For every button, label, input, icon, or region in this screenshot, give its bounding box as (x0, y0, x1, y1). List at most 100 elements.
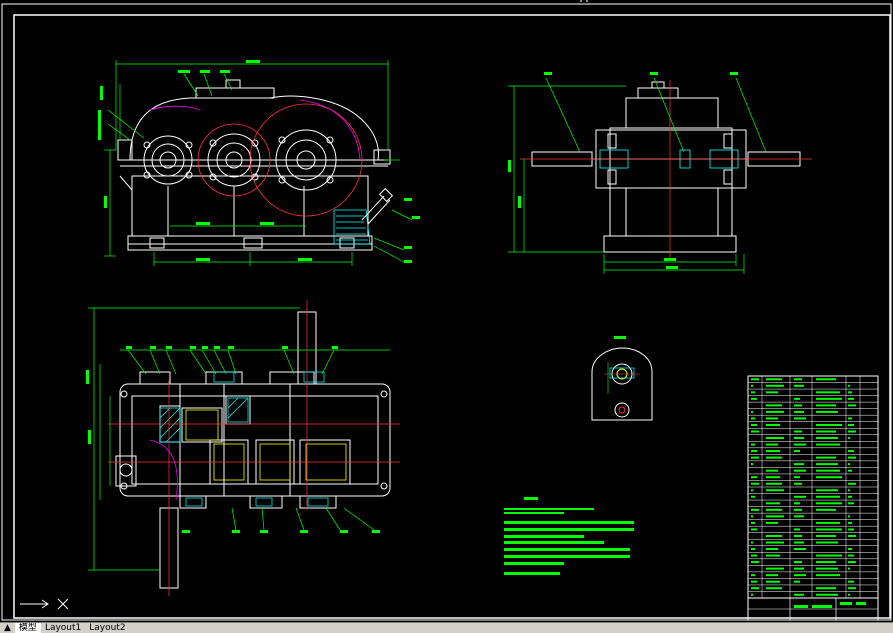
parts-list-cell-text (816, 391, 840, 394)
parts-list-cell-text (766, 404, 782, 407)
parts-list-cell-text (816, 561, 836, 564)
parts-list-cell-text (848, 391, 852, 394)
parts-list-cell-text (794, 410, 804, 413)
parts-list-cell-text (766, 456, 782, 459)
parts-list-cell-text (766, 508, 782, 511)
tab-layout2[interactable]: Layout2 (89, 623, 126, 633)
parts-list-cell-text (766, 489, 784, 492)
parts-list-cell-text (816, 541, 838, 544)
oil-dipstick (361, 187, 394, 225)
parts-list-cell-text (794, 384, 804, 387)
parts-list-cell-text (848, 417, 852, 420)
parts-list-cell-text (816, 489, 838, 492)
parts-list-cell-text (751, 423, 757, 426)
parts-list-cell-text (816, 554, 842, 557)
parts-list-cell-text (848, 548, 852, 551)
oil-level (333, 209, 371, 245)
parts-list-cell-text (794, 548, 806, 551)
parts-list-cell-text (794, 502, 800, 505)
parts-list-cell-text (751, 397, 757, 400)
parts-list-cell-text (766, 482, 782, 485)
parts-list-cell-text (766, 580, 780, 583)
parts-list-cell-text (766, 521, 778, 524)
ucs-icon (20, 598, 69, 610)
parts-list-cell-text (766, 378, 782, 381)
parts-list-cell-text (794, 528, 800, 531)
parts-list-cell-text (766, 469, 778, 472)
parts-list-cell-text (794, 593, 804, 596)
parts-list-table (747, 375, 879, 621)
parts-list-cell-text (751, 456, 759, 459)
parts-list-cell-text (816, 521, 840, 524)
parts-list-cell-text (751, 515, 753, 518)
parts-list-cell-text (816, 410, 838, 413)
parts-list-cell-text (794, 417, 806, 420)
parts-list-cell-text (751, 580, 757, 583)
parts-list-cell-text (766, 417, 778, 420)
parts-list-cell-text (816, 476, 842, 479)
tab-layout1[interactable]: Layout1 (44, 623, 82, 633)
parts-list-cell-text (848, 561, 856, 564)
parts-list-cell-text (794, 450, 800, 453)
technical-notes (504, 497, 634, 575)
parts-list-cell-text (816, 463, 838, 466)
parts-list-cell-text (794, 495, 806, 498)
parts-list-cell-text (816, 587, 836, 590)
parts-list-cell-text (848, 463, 850, 466)
parts-list-cell-text (816, 495, 840, 498)
parts-list-cell-text (794, 482, 802, 485)
parts-list-cell-text (794, 397, 800, 400)
parts-list-cell-text (816, 574, 840, 577)
parts-list-cell-text (816, 430, 836, 433)
parts-list-cell-text (816, 567, 838, 570)
parts-list-cell-text (751, 384, 753, 387)
parts-list-cell-text (794, 378, 802, 381)
top-edge-marks (580, 0, 588, 2)
parts-list-cell-text (751, 508, 759, 511)
parts-list-cell-text (766, 384, 784, 387)
parts-list-cell-text (794, 476, 800, 479)
parts-list-cell-text (816, 528, 842, 531)
parts-list-cell-text (816, 508, 836, 511)
parts-list-cell-text (766, 587, 782, 590)
parts-list-cell-text (848, 404, 856, 407)
tab-model[interactable]: 模型 (14, 623, 41, 633)
parts-list-cell-text (751, 495, 755, 498)
parts-list-cell-text (794, 541, 804, 544)
parts-list-cell-text (794, 580, 800, 583)
parts-list-cell-text (766, 541, 784, 544)
parts-list-cell-text (848, 567, 850, 570)
tab-nav-arrows[interactable]: ▲ (4, 623, 11, 633)
parts-list-cell-text (794, 567, 804, 570)
parts-list-cell-text (848, 469, 852, 472)
parts-list-cell-text (794, 463, 804, 466)
parts-list-cell-text (751, 463, 753, 466)
parts-list-cell-text (751, 378, 759, 381)
front-dimensions (98, 60, 420, 266)
parts-list-cell-text (848, 397, 854, 400)
parts-list-cell-text (751, 541, 753, 544)
plan-view-hatching (159, 371, 329, 507)
parts-list-cell-text (816, 404, 836, 407)
parts-list-cell-text (751, 476, 757, 479)
parts-list-cell-text (766, 534, 782, 537)
parts-list-cell-text (751, 574, 755, 577)
parts-list-cell-text (766, 391, 778, 394)
parts-list-cell-text (766, 450, 780, 453)
parts-list-cell-text (794, 574, 806, 577)
parts-list-cell-text (848, 593, 850, 596)
parts-list-cell-text (848, 384, 850, 387)
parts-list-cell-text (751, 391, 755, 394)
parts-list-cell-text (848, 528, 854, 531)
parts-list-cell-text (766, 443, 778, 446)
parts-list-cell-text (766, 502, 780, 505)
inner-frame (13, 14, 891, 619)
detail-view (591, 336, 653, 421)
parts-list-cell-text (794, 534, 802, 537)
parts-list-cell-text (848, 482, 856, 485)
front-view (117, 79, 391, 251)
plan-dimensions (86, 307, 390, 571)
parts-list-cell-text (766, 567, 784, 570)
parts-list-cell-text (848, 430, 856, 433)
